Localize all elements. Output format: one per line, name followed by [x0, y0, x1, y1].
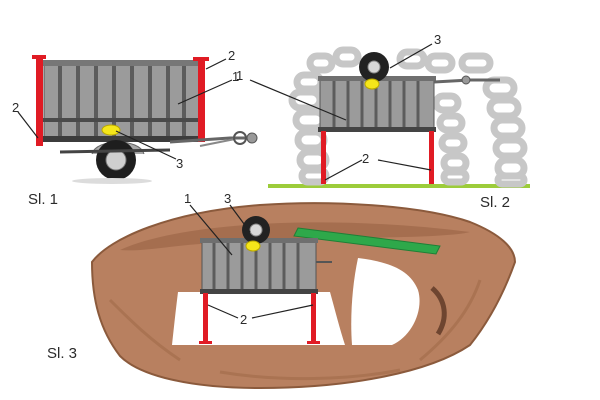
callout-3: 3 — [176, 156, 183, 171]
trailer-slats — [332, 80, 420, 128]
leader-1 — [177, 79, 233, 105]
support-post-left — [321, 131, 326, 184]
spare-wheel-hub — [249, 223, 263, 237]
callout-1: 1 — [232, 69, 239, 84]
figure-1-caption: Sl. 1 — [28, 191, 58, 208]
post-foot-right — [307, 341, 320, 344]
jockey-wheel — [233, 131, 247, 145]
callout-1: 1 — [184, 191, 191, 206]
support-post-left — [203, 293, 208, 343]
leader-1 — [249, 79, 347, 121]
leader-2a — [207, 304, 239, 319]
yellow-pad — [364, 78, 380, 90]
callout-2: 2 — [240, 312, 247, 327]
trailer-slats — [212, 242, 300, 290]
drawbar-brace — [199, 138, 236, 147]
callout-3: 3 — [434, 32, 441, 47]
hitch-coupler — [461, 75, 471, 85]
red-post-left — [36, 56, 43, 146]
post-foot-left — [199, 341, 212, 344]
trailer-wheel-rim — [105, 149, 127, 171]
yellow-pad — [101, 124, 121, 136]
callout-3: 3 — [224, 191, 231, 206]
trailer-box — [43, 62, 201, 142]
trailer-mid-rail — [42, 118, 202, 122]
hitch-coupler — [246, 132, 258, 144]
leader-2a — [324, 159, 363, 181]
green-plank — [293, 227, 441, 255]
figure-2-tire-stack: 3 1 2 Sl. 2 — [236, 32, 530, 211]
red-post-left-cap — [32, 55, 46, 59]
leader-1 — [189, 204, 233, 256]
red-post-right — [198, 58, 205, 142]
figure-3-pit: 1 3 2 Sl. 3 — [47, 191, 517, 390]
leader-3 — [389, 43, 433, 69]
callout-1: 1 — [236, 68, 243, 83]
callout-2-right: 2 — [228, 48, 235, 63]
pit-side-hole — [351, 258, 420, 345]
pit-cavity — [172, 292, 345, 345]
yellow-pad — [245, 240, 261, 252]
leader-3 — [229, 204, 251, 233]
leader-2-right — [205, 58, 227, 70]
support-post-right — [429, 131, 434, 184]
leader-2-left — [17, 111, 39, 139]
soil-texture — [108, 279, 482, 381]
spare-wheel-hub — [367, 60, 381, 74]
leader-2b — [251, 304, 314, 319]
trailer-top-rail — [42, 60, 202, 66]
leader-2b — [377, 159, 432, 171]
trailer-bottom-rail — [200, 289, 318, 294]
trailer-bottom-rail — [318, 127, 436, 132]
pit-shadow — [430, 286, 447, 336]
callout-2-left: 2 — [12, 100, 19, 115]
figure-3-caption: Sl. 3 — [47, 345, 77, 362]
wheel-shadow — [72, 178, 152, 184]
support-post-right — [311, 293, 316, 343]
axle — [59, 148, 171, 154]
callout-2: 2 — [362, 151, 369, 166]
leader-3 — [115, 130, 177, 160]
trailer-bottom-rail — [42, 136, 202, 142]
figure-2-caption: Sl. 2 — [480, 194, 510, 211]
trailer-slats — [58, 66, 186, 138]
figure-1-trailer: 2 2 1 3 Sl. 1 — [12, 48, 258, 208]
red-post-right-cap — [193, 57, 209, 61]
drawbar — [169, 136, 250, 144]
